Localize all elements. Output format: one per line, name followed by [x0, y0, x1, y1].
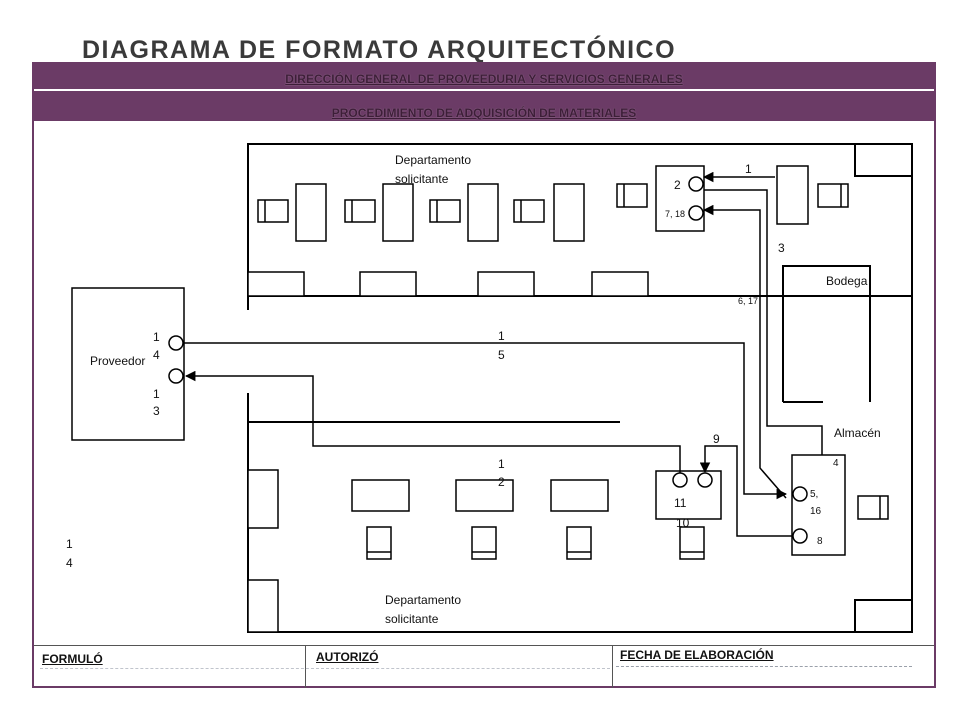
- step-5-16-b: 16: [810, 506, 822, 517]
- footer-formulo: FORMULÓ: [42, 652, 103, 666]
- step-5-16-a: 5,: [810, 489, 818, 500]
- footer-fecha: FECHA DE ELABORACIÓN: [620, 648, 774, 662]
- proveedor-box: [71, 287, 185, 441]
- step-8: 8: [817, 536, 823, 547]
- activity-circle-11: [672, 472, 688, 488]
- label-dept-top-1: Departamento: [395, 153, 471, 167]
- step-14-left-a: 1: [66, 537, 73, 551]
- top-dept-furniture: [247, 165, 849, 297]
- step-14-b: 4: [153, 348, 160, 362]
- activity-circle-8: [792, 528, 808, 544]
- step-2: 2: [674, 178, 681, 192]
- flow-arrow-14-15: [184, 342, 788, 500]
- bottom-dept-furniture: [247, 454, 889, 633]
- flow-arrow-8-9: [699, 445, 792, 537]
- header-line-2: PROCEDIMIENTO DE ADQUISICIÓN DE MATERIAL…: [331, 106, 637, 120]
- step-14-left-b: 4: [66, 556, 73, 570]
- step-15-a: 1: [498, 329, 505, 343]
- form-frame: [32, 62, 936, 688]
- footer-column-divider-2: [612, 646, 613, 688]
- header-band-direccion: DIRECCIÓN GENERAL DE PROVEEDURIA Y SERVI…: [34, 64, 934, 89]
- flow-lines: [184, 171, 823, 537]
- header-band-procedimiento: PROCEDIMIENTO DE ADQUISICIÓN DE MATERIAL…: [34, 91, 934, 121]
- activity-circles: [168, 176, 808, 544]
- step-6-17: 6, 17: [738, 296, 758, 306]
- step-12-b: 2: [498, 475, 505, 489]
- activity-circle-7-18: [688, 205, 704, 221]
- label-bodega: Bodega: [826, 274, 868, 288]
- footer-column-divider-1: [305, 646, 306, 688]
- step-7-18: 7, 18: [665, 209, 685, 219]
- step-4: 4: [833, 458, 839, 469]
- label-dept-bottom-2: solicitante: [385, 612, 439, 626]
- footer-divider: [34, 645, 934, 646]
- step-3: 3: [778, 241, 785, 255]
- activity-circle-14: [168, 335, 184, 351]
- header-line-1: DIRECCIÓN GENERAL DE PROVEEDURIA Y SERVI…: [285, 72, 683, 86]
- step-13-b: 3: [153, 404, 160, 418]
- step-10: 10: [676, 516, 690, 530]
- flow-line-3: [704, 189, 823, 455]
- footer-autorizo: AUTORIZÓ: [316, 650, 379, 664]
- activity-circle-10: [697, 472, 713, 488]
- step-12-a: 1: [498, 457, 505, 471]
- step-13-a: 1: [153, 387, 160, 401]
- activity-circle-2: [688, 176, 704, 192]
- step-15-b: 5: [498, 348, 505, 362]
- page-title: DIAGRAMA DE FORMATO ARQUITECTÓNICO: [82, 36, 677, 64]
- flow-arrow-12-13: [184, 370, 681, 473]
- footer-dashed-line-left: [40, 668, 610, 669]
- label-proveedor: Proveedor: [90, 354, 145, 368]
- step-1: 1: [745, 162, 752, 176]
- footer-dashed-line-right: [616, 666, 912, 667]
- step-11: 11: [674, 496, 687, 510]
- step-14-a: 1: [153, 330, 160, 344]
- activity-circle-5-16: [792, 486, 808, 502]
- activity-circle-13: [168, 368, 184, 384]
- label-dept-bottom-1: Departamento: [385, 593, 461, 607]
- label-almacen: Almacén: [834, 426, 881, 440]
- step-9: 9: [713, 432, 720, 446]
- flow-arrow-6-17: [702, 204, 787, 499]
- label-dept-top-2: solicitante: [395, 172, 449, 186]
